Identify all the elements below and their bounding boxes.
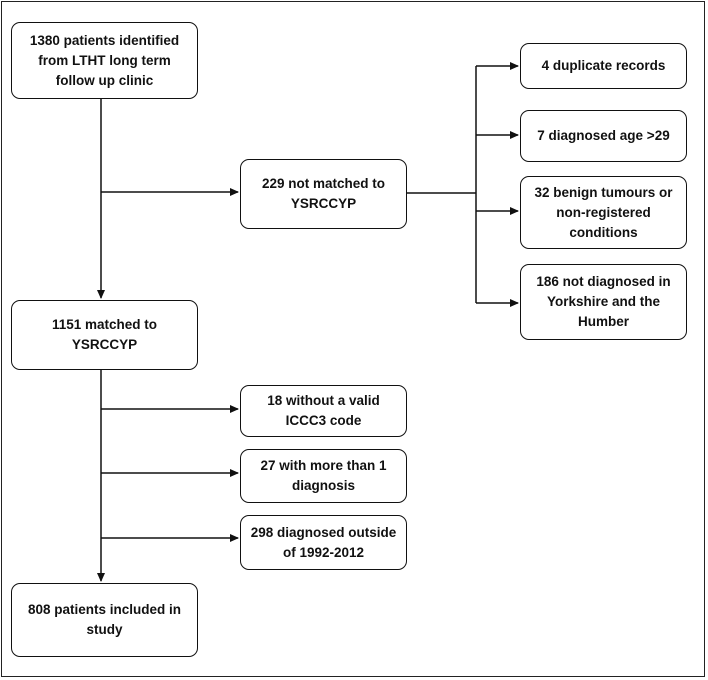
age-text: 7 diagnosed age >29	[537, 128, 670, 143]
box-benign: 32 benign tumours or non-registered cond…	[520, 176, 687, 249]
identified-text: 1380 patients identified from LTHT long …	[29, 32, 180, 88]
not-matched-text: 229 not matched to YSRCCYP	[261, 176, 386, 211]
box-not-yorkshire: 186 not diagnosed in Yorkshire and the H…	[520, 264, 687, 340]
outside-dates-text: 298 diagnosed outside of 1992-2012	[250, 524, 397, 560]
box-duplicate: 4 duplicate records	[520, 43, 687, 89]
matched-text: 1151 matched to YSRCCYP	[51, 317, 158, 352]
not-yorkshire-text: 186 not diagnosed in Yorkshire and the H…	[536, 274, 671, 329]
box-no-iccc3: 18 without a valid ICCC3 code	[240, 385, 407, 437]
duplicate-text: 4 duplicate records	[541, 58, 666, 73]
box-outside-dates: 298 diagnosed outside of 1992-2012	[240, 515, 407, 570]
box-matched: 1151 matched to YSRCCYP	[11, 300, 198, 370]
box-not-matched: 229 not matched to YSRCCYP	[240, 159, 407, 229]
box-included: 808 patients included in study	[11, 583, 198, 657]
box-multi-diag: 27 with more than 1 diagnosis	[240, 449, 407, 503]
multi-diag-text: 27 with more than 1 diagnosis	[260, 458, 387, 493]
no-iccc3-text: 18 without a valid ICCC3 code	[267, 393, 380, 428]
box-age: 7 diagnosed age >29	[520, 110, 687, 162]
box-identified: 1380 patients identified from LTHT long …	[11, 22, 198, 99]
included-text: 808 patients included in study	[27, 602, 182, 637]
benign-text: 32 benign tumours or non-registered cond…	[534, 184, 673, 240]
